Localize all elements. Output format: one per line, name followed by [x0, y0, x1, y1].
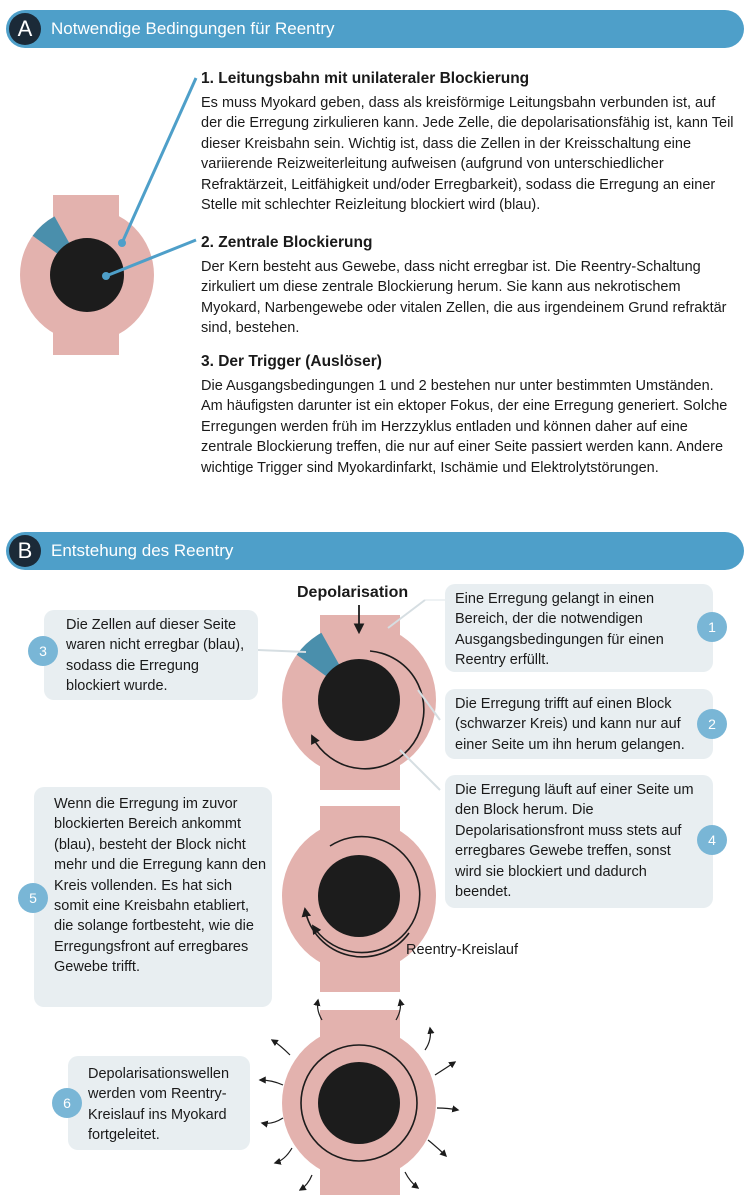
- step-4-box: Die Erregung läuft auf einer Seite um de…: [445, 775, 713, 908]
- condition-2-heading: 2. Zentrale Blockierung: [201, 234, 373, 251]
- circuit-arrow-inner: [301, 907, 410, 958]
- step-2-text: Die Erregung trifft auf einen Block (sch…: [455, 696, 685, 753]
- step-5-number: 5: [18, 883, 48, 913]
- section-a-header: A Notwendige Bedingungen für Reentry: [6, 10, 744, 48]
- propagation-waves: [258, 998, 460, 1191]
- condition-3: 3. Der Trigger (Auslöser) Die Ausgangsbe…: [201, 353, 736, 478]
- condition-1-heading: 1. Leitungsbahn mit unilateraler Blockie…: [201, 70, 530, 87]
- step-2-number: 2: [697, 709, 727, 739]
- section-b-title: Entstehung des Reentry: [51, 541, 234, 560]
- reentry-diagram-3: [258, 998, 460, 1195]
- connector-1: [387, 599, 426, 629]
- condition-1-text: Es muss Myokard geben, dass als kreisför…: [201, 95, 734, 214]
- step-3-text: Die Zellen auf dieser Seite waren nicht …: [66, 617, 245, 695]
- section-b-badge: B: [9, 535, 41, 567]
- step-4-text: Die Erregung läuft auf einer Seite um de…: [455, 782, 694, 901]
- step-6-text: Depolarisationswellen werden vom Reentry…: [88, 1066, 230, 1144]
- condition-2: 2. Zentrale Blockierung Der Kern besteht…: [201, 234, 736, 339]
- reentry-circuit-label: Reentry-Kreislauf: [406, 942, 519, 958]
- connector-4: [399, 749, 441, 791]
- condition-3-heading: 3. Der Trigger (Auslöser): [201, 353, 382, 370]
- step-4-number: 4: [697, 825, 727, 855]
- section-a-badge: A: [9, 13, 41, 45]
- tissue-diagram-a: [20, 77, 198, 355]
- reentry-diagram-1: [257, 599, 446, 791]
- circuit-arrow-outer: [311, 835, 421, 954]
- condition-1: 1. Leitungsbahn mit unilateraler Blockie…: [201, 70, 736, 215]
- step-6-number: 6: [52, 1088, 82, 1118]
- connector-2: [417, 689, 441, 721]
- section-a-title: Notwendige Bedingungen für Reentry: [51, 19, 335, 38]
- step-6-box: Depolarisationswellen werden vom Reentry…: [68, 1056, 250, 1150]
- condition-2-text: Der Kern besteht aus Gewebe, dass nicht …: [201, 259, 727, 337]
- central-block: [318, 1062, 400, 1144]
- pointer-line-1: [120, 77, 198, 244]
- step-1-text: Eine Erregung gelangt in einen Bereich, …: [455, 591, 664, 669]
- central-block: [318, 855, 400, 937]
- step-3-box: Die Zellen auf dieser Seite waren nicht …: [44, 610, 258, 700]
- reentry-circuit: [300, 1044, 418, 1162]
- partial-circuit-arrow: [311, 650, 425, 770]
- step-5-box: Wenn die Erregung im zuvor blockierten B…: [34, 787, 272, 1007]
- step-1-box: Eine Erregung gelangt in einen Bereich, …: [445, 584, 713, 672]
- step-3-number: 3: [28, 636, 58, 666]
- section-b-header: B Entstehung des Reentry: [6, 532, 744, 570]
- step-2-box: Die Erregung trifft auf einen Block (sch…: [445, 689, 713, 759]
- step-5-text: Wenn die Erregung im zuvor blockierten B…: [54, 796, 267, 976]
- pointer-line-2: [105, 238, 197, 278]
- depolarisation-label: Depolarisation: [297, 584, 409, 601]
- condition-3-text: Die Ausgangsbedingungen 1 und 2 bestehen…: [201, 378, 728, 476]
- connector-3: [257, 649, 307, 653]
- reentry-diagram-2: [282, 806, 436, 992]
- central-block: [50, 238, 124, 312]
- central-block: [318, 659, 400, 741]
- step-1-number: 1: [697, 612, 727, 642]
